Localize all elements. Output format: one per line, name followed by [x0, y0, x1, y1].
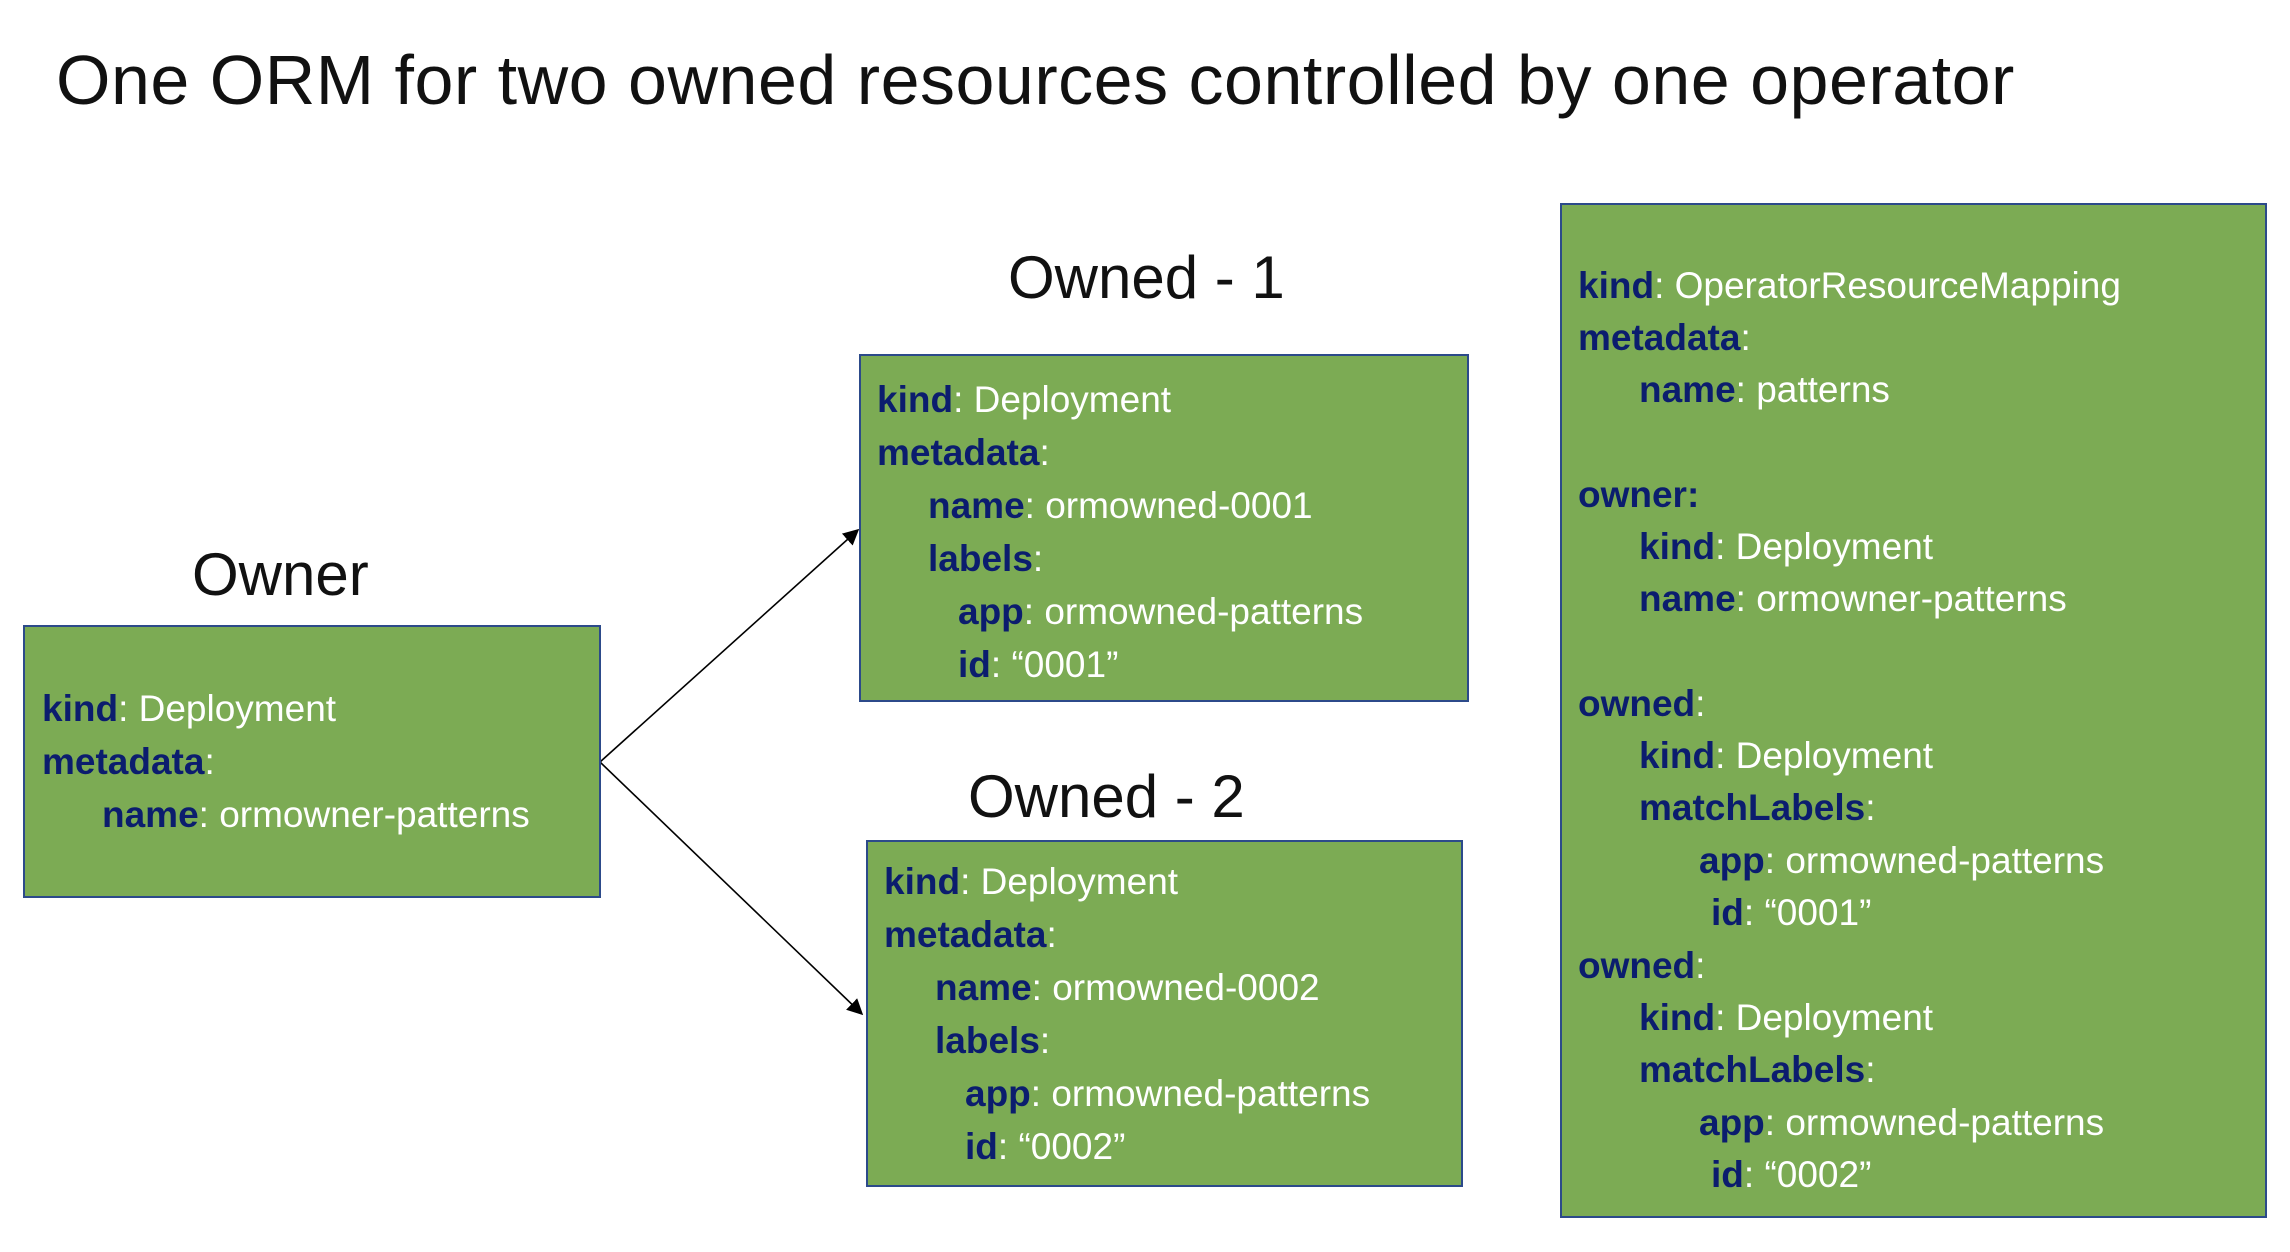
owned-2-line-id: id: “0002” — [965, 1126, 1126, 1167]
owned-1-line-id: id: “0001” — [958, 644, 1119, 685]
orm-line-owned-2-id: id: “0002” — [1711, 1154, 1872, 1195]
orm-line-metadata-name: name: patterns — [1639, 369, 1890, 410]
owned-2-line-kind: kind: Deployment — [884, 861, 1179, 902]
orm-line-owner: owner: — [1578, 474, 1700, 515]
orm-line-owner-name: name: ormowner-patterns — [1639, 578, 2067, 619]
orm-line-owned-2-matchlabels: matchLabels: — [1639, 1049, 1876, 1090]
orm-line-owned-1-kind: kind: Deployment — [1639, 735, 1934, 776]
orm-line-owned-1-id: id: “0001” — [1711, 892, 1872, 933]
owned-2-line-labels: labels: — [935, 1020, 1051, 1061]
diagram-title: One ORM for two owned resources controll… — [56, 41, 2015, 119]
owned-2-heading: Owned - 2 — [968, 763, 1245, 830]
owned-2-box: kind: Deployment metadata: name: ormowne… — [866, 840, 1463, 1187]
owner-line-kind: kind: Deployment — [42, 688, 337, 729]
orm-box: kind: OperatorResourceMapping metadata: … — [1560, 203, 2267, 1218]
orm-line-kind: kind: OperatorResourceMapping — [1578, 265, 2121, 306]
owned-1-line-name: name: ormowned-0001 — [928, 485, 1313, 526]
orm-line-owned-2-kind: kind: Deployment — [1639, 997, 1934, 1038]
orm-line-owned-1: owned: — [1578, 683, 1706, 724]
orm-line-owner-kind: kind: Deployment — [1639, 526, 1934, 567]
orm-line-owned-2: owned: — [1578, 945, 1706, 986]
owned-2-line-metadata: metadata: — [884, 914, 1057, 955]
arrow-owner-to-owned-2 — [599, 761, 864, 1016]
owned-1-line-kind: kind: Deployment — [877, 379, 1172, 420]
orm-line-owned-1-app: app: ormowned-patterns — [1699, 840, 2105, 881]
owned-2-line-name: name: ormowned-0002 — [935, 967, 1320, 1008]
owner-line-name: name: ormowner-patterns — [102, 794, 530, 835]
orm-line-owned-2-app: app: ormowned-patterns — [1699, 1102, 2105, 1143]
owner-box: kind: Deployment metadata: name: ormowne… — [23, 625, 601, 898]
owned-2-line-app: app: ormowned-patterns — [965, 1073, 1371, 1114]
owned-1-box: kind: Deployment metadata: name: ormowne… — [859, 354, 1469, 702]
orm-line-metadata: metadata: — [1578, 317, 1751, 358]
owner-line-metadata: metadata: — [42, 741, 215, 782]
orm-line-owned-1-matchlabels: matchLabels: — [1639, 787, 1876, 828]
owner-heading: Owner — [192, 541, 369, 608]
arrow-owner-to-owned-1 — [599, 528, 860, 763]
owned-1-line-labels: labels: — [928, 538, 1044, 579]
owned-1-line-metadata: metadata: — [877, 432, 1050, 473]
owned-1-heading: Owned - 1 — [1008, 244, 1285, 311]
owned-1-line-app: app: ormowned-patterns — [958, 591, 1364, 632]
